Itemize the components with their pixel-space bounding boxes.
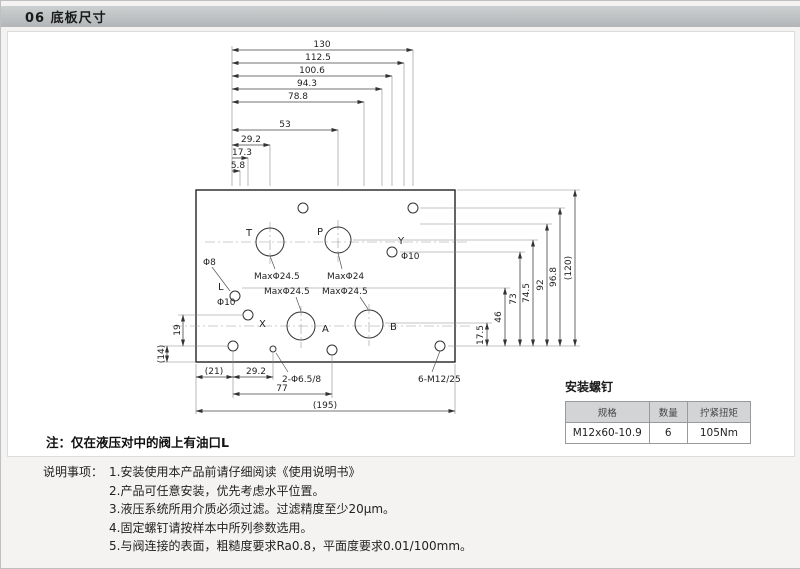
dim-label: (21) xyxy=(205,367,223,377)
instruction-item-2: 2.产品可任意安装，优先考虑水平位置。 xyxy=(109,483,325,498)
instruction-line: 说明事项： 1.安装使用本产品前请仔细阅读《使用说明书》 xyxy=(7,463,793,482)
right-dimensions xyxy=(485,189,577,347)
instruction-item-3: 3.液压系统所用介质必须过滤。过滤精度至少20μm。 xyxy=(109,502,396,516)
mount-hole-1 xyxy=(297,202,309,214)
leader-line xyxy=(431,350,441,373)
port-b-label: B xyxy=(390,322,397,333)
cell-qty: 6 xyxy=(648,422,688,444)
port-b-circle xyxy=(354,309,384,339)
port-a-label: A xyxy=(322,324,329,335)
dim-label: (195) xyxy=(313,401,337,411)
pin-hole-1 xyxy=(269,345,277,353)
left-dimension-labels: 19 (14) xyxy=(157,324,183,363)
port-y-label: Y xyxy=(397,236,405,247)
port-t-label: T xyxy=(245,228,253,239)
leader-line xyxy=(275,352,289,373)
top-dimensions xyxy=(231,48,414,173)
port-a-circle xyxy=(286,311,316,341)
port-p-label: P xyxy=(317,227,323,238)
mounting-screw-block: 安装螺钉 规格 数量 拧紧扭矩 M12x60-10.9 6 105Nm xyxy=(565,378,755,444)
dim-label: 78.8 xyxy=(288,92,308,102)
dim-label: 17.3 xyxy=(232,148,252,158)
instruction-item-5: 5.与阀连接的表面，粗糙度要求Ra0.8，平面度要求0.01/100mm。 xyxy=(109,539,473,553)
leader-line xyxy=(211,266,231,292)
instruction-item-4: 4.固定螺钉请按样本中所列参数选用。 xyxy=(109,520,313,535)
dim-label: 5.8 xyxy=(231,161,246,171)
screw-spec-table: 规格 数量 拧紧扭矩 M12x60-10.9 6 105Nm xyxy=(565,401,752,444)
dim-label: (14) xyxy=(157,345,167,363)
dim-label: 96.8 xyxy=(549,267,559,287)
col-qty: 数量 xyxy=(648,401,688,423)
leader-line xyxy=(295,296,302,312)
dim-label: 53 xyxy=(279,120,290,130)
port-b-diameter-label: MaxΦ24.5 xyxy=(322,287,368,297)
dim-label: 130 xyxy=(313,40,330,50)
table-header-row: 规格 数量 拧紧扭矩 xyxy=(565,401,752,423)
table-row: M12x60-10.9 6 105Nm xyxy=(565,422,752,444)
dim-label: 29.2 xyxy=(241,135,261,145)
dim-label: 77 xyxy=(276,384,287,394)
mount-hole-2 xyxy=(407,202,419,214)
dim-label: (120) xyxy=(564,256,574,280)
mount-hole-5 xyxy=(434,340,446,352)
mount-hole-4 xyxy=(326,344,338,356)
extension-lines xyxy=(162,46,580,414)
dim-label: 112.5 xyxy=(305,53,331,63)
right-dimension-labels: 17.5 46 73 74.5 92 96.8 (120) xyxy=(476,256,574,345)
port-l-diameter-label: Φ10 xyxy=(217,298,236,308)
port-y-diameter-label: Φ10 xyxy=(401,252,420,262)
dim-label: 19 xyxy=(173,324,183,336)
plate-outline xyxy=(195,189,456,363)
plate-features xyxy=(227,202,446,356)
section-header: 06 底板尺寸 xyxy=(1,6,800,27)
pin-holes-label: 2-Φ6.5/8 xyxy=(282,375,321,385)
cell-torque: 105Nm xyxy=(686,422,752,444)
port-a-diameter-label: MaxΦ24.5 xyxy=(264,287,310,297)
left-dimensions xyxy=(165,314,185,363)
dim-label: 46 xyxy=(494,311,504,323)
leader-line xyxy=(269,255,276,270)
instructions-label: 说明事项： xyxy=(43,465,104,479)
top-dimension-labels: 130 112.5 100.6 94.3 78.8 53 29.2 17.3 5… xyxy=(231,40,331,171)
mount-hole-3 xyxy=(227,340,239,352)
col-torque: 拧紧扭矩 xyxy=(686,401,752,423)
port-l-label: L xyxy=(218,282,224,293)
screw-table-title: 安装螺钉 xyxy=(565,380,614,394)
mount-holes-label: 6-M12/25 xyxy=(418,375,461,385)
port-x-circle xyxy=(242,309,254,321)
dim-label: 94.3 xyxy=(297,79,317,89)
port-t-diameter-label: MaxΦ24.5 xyxy=(254,272,300,282)
dim-label: 73 xyxy=(509,293,519,304)
page-title: 06 底板尺寸 xyxy=(25,11,107,26)
col-spec: 规格 xyxy=(565,401,650,423)
drawing-panel: 130 112.5 100.6 94.3 78.8 53 29.2 17.3 5… xyxy=(7,31,795,457)
dim-label: 100.6 xyxy=(299,66,325,76)
cell-spec: M12x60-10.9 xyxy=(565,422,650,444)
dim-label: 74.5 xyxy=(522,283,532,303)
bottom-dimension-labels: (21) 29.2 77 (195) xyxy=(205,367,337,411)
port-y-circle xyxy=(386,246,398,258)
port-l-circle xyxy=(229,290,241,302)
dim-label: 17.5 xyxy=(476,325,486,345)
port-x-label: X xyxy=(259,319,266,330)
leader-line xyxy=(337,252,343,270)
dim-label: 92 xyxy=(536,279,546,290)
instructions-block: 说明事项： 1.安装使用本产品前请仔细阅读《使用说明书》 2.产品可任意安装，优… xyxy=(7,463,793,556)
technical-drawing: 130 112.5 100.6 94.3 78.8 53 29.2 17.3 5… xyxy=(157,40,580,414)
centerlines xyxy=(172,220,470,348)
port-p-diameter-label: MaxΦ24 xyxy=(327,272,364,282)
bottom-dimensions xyxy=(195,375,456,413)
dim-label: 29.2 xyxy=(246,367,266,377)
note-text: 注：仅在液压对中的阀上有油口L xyxy=(46,435,229,450)
leader-line xyxy=(359,296,369,310)
instruction-item-1: 1.安装使用本产品前请仔细阅读《使用说明书》 xyxy=(109,465,361,479)
leader-lines xyxy=(211,252,441,373)
hole-d8-label: Φ8 xyxy=(203,258,216,268)
